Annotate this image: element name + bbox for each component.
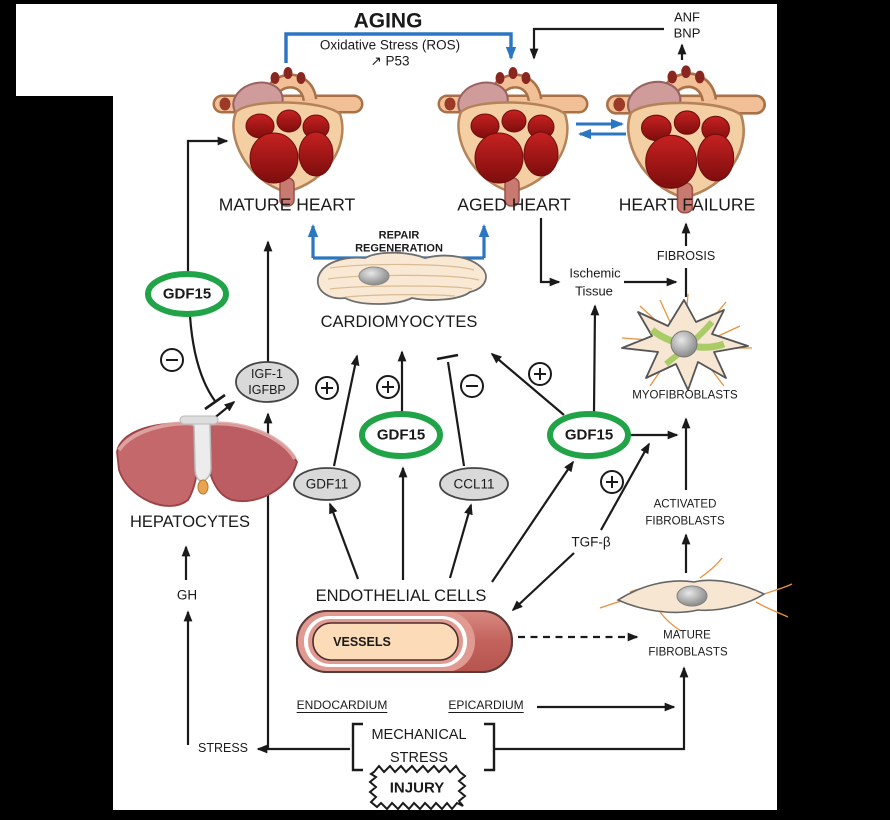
- mature-heart-label: MATURE HEART: [218, 194, 356, 215]
- vessel-illustration: [296, 610, 513, 673]
- gh-label: GH: [176, 587, 198, 603]
- aged-heart-illustration: [445, 67, 580, 206]
- gdf15-oval-left: [145, 271, 229, 317]
- anf-feedback-arrow: [529, 27, 664, 60]
- aging-arrow: [284, 32, 517, 63]
- ccl11-label: CCL11: [453, 476, 495, 492]
- activated-fibroblasts-label-1: ACTIVATED: [653, 498, 717, 511]
- mechanical-to-maturefib-arrow: [494, 666, 689, 751]
- aged-to-ischemic-arrow: [539, 218, 561, 287]
- mechanical-stress-label-1: MECHANICAL: [371, 726, 467, 743]
- aging-title: AGING: [353, 9, 423, 33]
- gdf15-to-mature-heart-arrow: [186, 136, 229, 274]
- gdf15-inhibit-curve: [188, 315, 216, 402]
- heart-failure-label: HEART FAILURE: [618, 194, 756, 215]
- bracket-left: [351, 722, 363, 772]
- fibrosis-label: FIBROSIS: [656, 248, 716, 263]
- plus-circle-icon: [315, 376, 339, 400]
- tgfb-to-vessel-arrow: [511, 552, 575, 612]
- cardiomyocyte-illustration: [317, 251, 487, 305]
- gdf11-oval: [293, 467, 361, 501]
- ec-to-gdf11-arrow: [328, 502, 360, 580]
- plus-circle-icon: [600, 470, 624, 494]
- liver-illustration: [116, 415, 298, 507]
- failure-heart-illustration: [613, 65, 756, 212]
- cardiomyocytes-label: CARDIOMYOCYTES: [320, 312, 478, 331]
- plus-circle-icon: [376, 375, 400, 399]
- ischemic-label-2: Tissue: [575, 283, 613, 299]
- gdf15-right-label: GDF15: [564, 426, 614, 444]
- gdf15-left-label: GDF15: [162, 285, 212, 303]
- myofibroblasts-label: MYOFIBROBLASTS: [632, 389, 738, 402]
- injury-starburst: [368, 764, 467, 811]
- gdf15-center-label: GDF15: [376, 426, 426, 444]
- endocardium-label: ENDOCARDIUM: [296, 698, 388, 712]
- mature-heart-illustration: [220, 67, 355, 206]
- gdf11-label: GDF11: [305, 476, 349, 492]
- ischemic-label-1: Ischemic: [569, 265, 621, 281]
- gdf15-oval-center: [359, 411, 443, 459]
- aged-heart-label: AGED HEART: [457, 194, 571, 215]
- myofibroblast-illustration: [621, 293, 752, 391]
- equilibrium-arrows-icon: [576, 118, 626, 140]
- left-letterbox: [0, 96, 113, 810]
- ccl11-oval: [439, 467, 509, 501]
- gdf15-right-to-cardiomyocytes-arrow: [490, 352, 565, 416]
- bnp-label: BNP: [673, 25, 701, 41]
- regeneration-label: REGENERATION: [355, 242, 443, 255]
- tgfb-label: TGF-β: [571, 534, 611, 550]
- p53-label: ↗ P53: [370, 53, 410, 69]
- hepatocytes-label: HEPATOCYTES: [129, 512, 251, 531]
- injury-label: INJURY: [389, 779, 445, 797]
- stress-label: STRESS: [197, 740, 249, 755]
- mature-fibroblasts-label-2: FIBROBLASTS: [648, 646, 728, 659]
- ccl11-inhibit-tbar: [436, 353, 459, 361]
- activated-fibroblasts-label-2: FIBROBLASTS: [645, 515, 725, 528]
- bracket-right: [484, 722, 496, 772]
- igfbp-label: IGFBP: [248, 382, 286, 397]
- gdf15-right-to-ischemic-arrow: [590, 304, 600, 413]
- ccl11-inhibit-line: [446, 361, 466, 467]
- oxidative-stress-label: Oxidative Stress (ROS): [319, 37, 461, 53]
- epicardium-label: EPICARDIUM: [448, 698, 524, 712]
- gdf11-to-cardiomyocytes-arrow: [332, 354, 360, 467]
- vessels-label: VESSELS: [333, 634, 391, 649]
- gdf15-oval-right: [547, 411, 631, 459]
- plus-circle-icon: [528, 362, 552, 386]
- endothelial-cells-label: ENDOTHELIAL CELLS: [315, 586, 487, 605]
- minus-circle-icon: [460, 374, 484, 398]
- mature-fibroblasts-label-1: MATURE: [663, 629, 711, 642]
- tgfb-to-junction-arrow: [600, 442, 650, 531]
- mature-fibroblast-illustration: [599, 557, 793, 632]
- minus-circle-icon: [160, 348, 184, 372]
- anf-label: ANF: [674, 9, 700, 25]
- ec-to-ccl11-arrow: [448, 503, 473, 579]
- inhibit-tbar: [204, 393, 226, 411]
- mechanical-stress-label-2: STRESS: [389, 749, 449, 766]
- ec-to-gdf15-right-arrow: [491, 460, 574, 583]
- repair-label: REPAIR: [378, 229, 420, 242]
- igf1-label: IGF-1: [251, 366, 283, 381]
- igf-oval: [235, 361, 299, 403]
